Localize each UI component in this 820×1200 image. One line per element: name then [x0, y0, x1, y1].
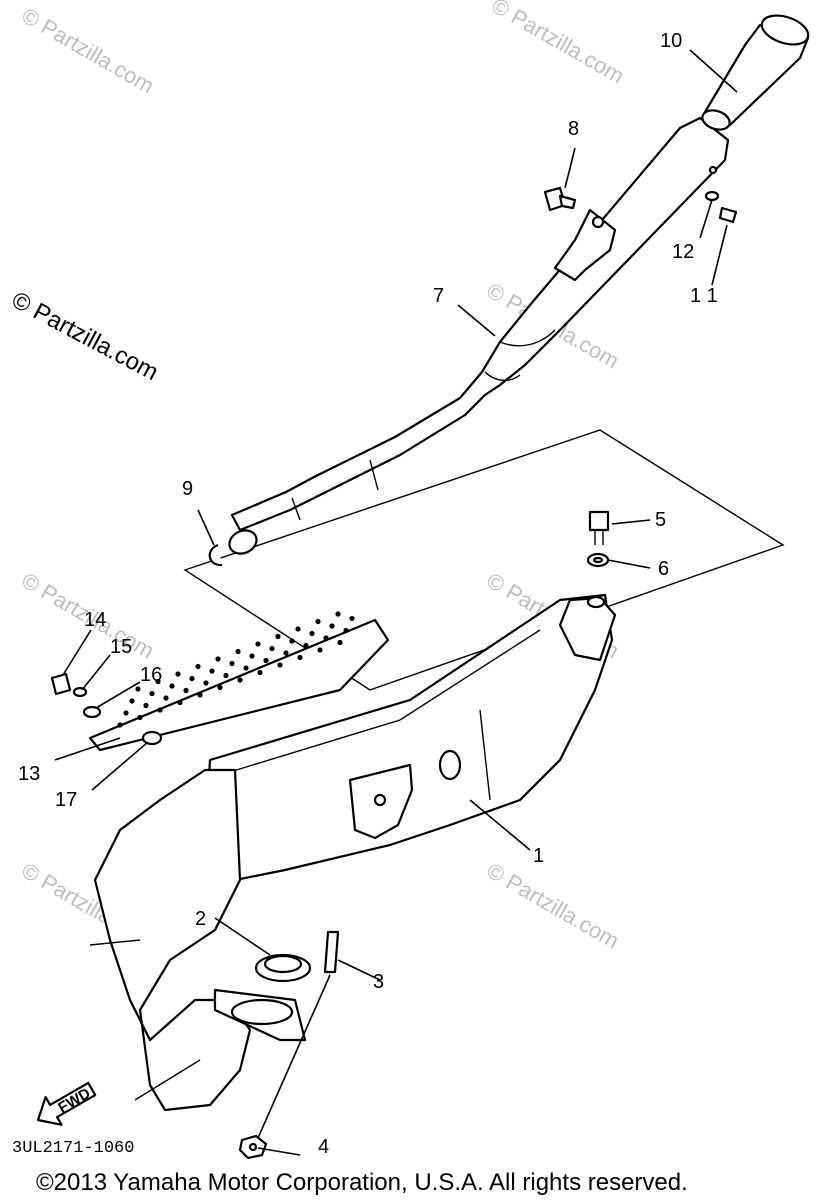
callout-3: 3 — [373, 971, 384, 993]
heat-shield-hole — [289, 638, 295, 644]
exhaust-flange — [213, 988, 307, 1042]
watermark-main: © Partzilla.com — [7, 286, 162, 386]
heat-shield-hole — [235, 648, 241, 655]
heat-shield-hole — [263, 657, 269, 664]
watermark-faint: © Partzilla.com — [488, 0, 629, 88]
heat-shield-hole — [217, 684, 223, 691]
part-17-washer — [141, 730, 163, 746]
part-11-screw — [718, 206, 738, 224]
heat-shield-hole — [249, 653, 255, 659]
heat-shield-hole — [323, 635, 329, 641]
callout-13: 13 — [18, 763, 40, 785]
callout-9: 9 — [182, 478, 193, 500]
callout-6: 6 — [658, 558, 669, 580]
callout-11: 1 1 — [690, 285, 718, 307]
callout-16: 16 — [140, 664, 162, 686]
callout-17: 17 — [55, 789, 77, 811]
heat-shield-hole — [169, 683, 175, 689]
heat-shield-hole — [189, 675, 195, 682]
heat-shield-hole — [329, 623, 335, 629]
heat-shield-hole — [343, 627, 349, 634]
watermark-faint: © Partzilla.com — [18, 3, 159, 99]
heat-shield-hole — [229, 660, 235, 667]
heat-shield-hole — [163, 695, 169, 701]
heat-shield-hole — [209, 668, 215, 674]
heat-shield-hole — [295, 626, 301, 632]
heat-shield-hole — [137, 714, 143, 721]
part-5-bolt — [588, 510, 610, 545]
part-12-washer — [704, 190, 720, 202]
part-10-tail-tip — [701, 14, 810, 131]
heat-shield-hole — [223, 672, 229, 679]
heat-shield-hole — [317, 647, 323, 653]
heat-shield-hole — [135, 686, 141, 692]
heat-shield-hole — [277, 662, 283, 668]
heat-shield-hole — [129, 698, 135, 704]
heat-shield-hole — [243, 665, 249, 671]
part-13-heat-shield — [88, 611, 390, 752]
part-3-stud — [323, 930, 340, 974]
heat-shield-hole — [175, 671, 181, 677]
diagram-code: 3UL2171-1060 — [12, 1139, 134, 1158]
heat-shield-hole — [155, 678, 161, 685]
callout-7: 7 — [433, 285, 444, 307]
callout-15: 15 — [110, 636, 132, 658]
callout-numbers: 10 8 7 12 1 1 9 5 6 14 15 16 13 17 1 2 3… — [18, 30, 718, 1158]
part-6-washer — [586, 552, 610, 568]
part-14-bolt — [50, 672, 72, 696]
heat-shield-hole — [283, 650, 289, 656]
heat-shield-hole — [275, 633, 281, 640]
heat-shield-hole — [255, 641, 261, 647]
part-1-expansion-chamber — [89, 593, 617, 1112]
fwd-arrow-icon: FWD — [36, 1081, 97, 1126]
heat-shield-hole — [117, 722, 123, 728]
heat-shield-hole — [309, 630, 315, 637]
heat-shield-hole — [143, 702, 149, 709]
heat-shield-hole — [197, 692, 203, 698]
part-16-washer — [82, 705, 102, 719]
part-2-gasket — [254, 953, 312, 983]
heat-shield-hole — [195, 663, 201, 670]
callout-10: 10 — [660, 30, 682, 52]
part-7-silencer — [228, 116, 730, 555]
part-15-washer — [72, 686, 88, 698]
heat-shield-hole — [157, 707, 163, 713]
callout-5: 5 — [655, 509, 666, 531]
heat-shield-hole — [335, 611, 341, 617]
callout-8: 8 — [568, 118, 579, 140]
part-4-nut — [238, 1134, 268, 1160]
heat-shield-hole — [237, 677, 243, 683]
heat-shield-hole — [303, 642, 309, 649]
heat-shield-hole — [215, 656, 221, 662]
callout-2: 2 — [195, 908, 206, 930]
heat-shield-hole — [149, 690, 155, 697]
leader-lines — [54, 49, 738, 1156]
heat-shield-hole — [337, 639, 343, 646]
part-8-bolt — [543, 186, 577, 212]
heat-shield-hole — [183, 687, 189, 694]
callout-12: 12 — [672, 241, 694, 263]
heat-shield-hole — [315, 618, 321, 625]
callout-1: 1 — [533, 845, 544, 867]
heat-shield-hole — [203, 680, 209, 686]
heat-shield-hole — [177, 699, 183, 706]
heat-shield-hole — [123, 710, 129, 716]
heat-shield-hole — [269, 645, 275, 652]
watermark-faint: © Partzilla.com — [483, 858, 624, 954]
callout-4: 4 — [318, 1136, 329, 1158]
heat-shield-hole — [257, 669, 263, 676]
heat-shield-hole — [297, 654, 303, 661]
part-9-clip — [208, 543, 223, 567]
copyright-notice: ©2013 Yamaha Motor Corporation, U.S.A. A… — [36, 1169, 688, 1196]
callout-14: 14 — [84, 609, 106, 631]
heat-shield-hole — [349, 615, 355, 622]
